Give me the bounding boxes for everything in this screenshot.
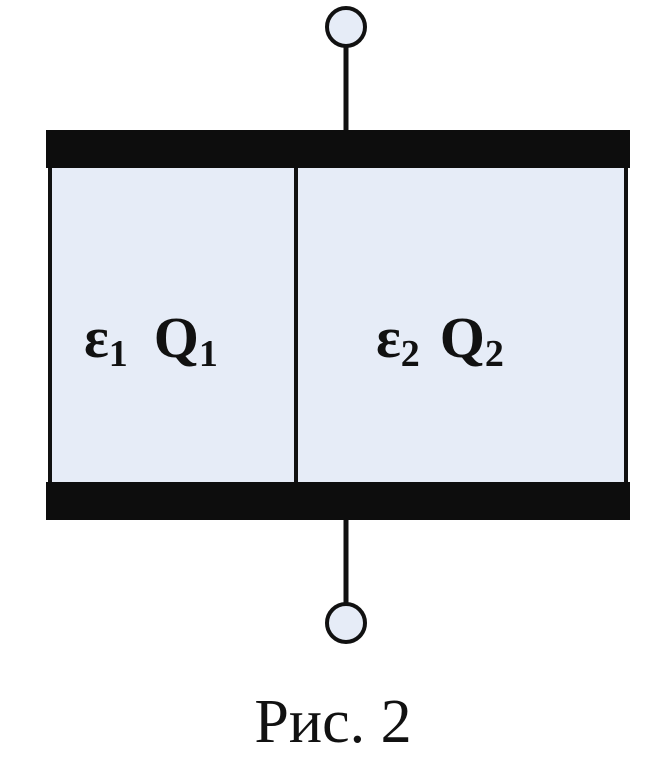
top-plate: [46, 130, 630, 168]
charge-index-1: 1: [199, 333, 218, 375]
figure-caption: Рис. 2: [254, 688, 411, 756]
charge-symbol-2: Q: [440, 305, 485, 370]
charge-index-2: 2: [485, 333, 504, 375]
permittivity-symbol-1: ε: [84, 305, 109, 370]
charge-symbol-1: Q: [154, 305, 199, 370]
bottom-terminal: [325, 602, 367, 644]
bottom-plate: [46, 482, 630, 520]
permittivity-index-1: 1: [109, 333, 128, 375]
permittivity-index-2: 2: [401, 333, 420, 375]
top-terminal: [325, 6, 367, 48]
dielectric-region-1: [50, 166, 296, 484]
permittivity-symbol-2: ε: [376, 305, 401, 370]
dielectric-region-2: [296, 166, 626, 484]
